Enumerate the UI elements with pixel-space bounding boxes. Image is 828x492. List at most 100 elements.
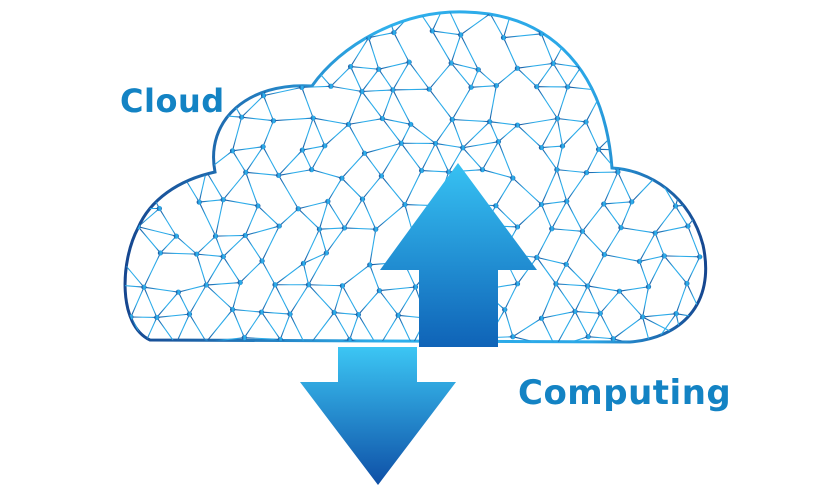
mesh-link bbox=[273, 118, 313, 121]
mesh-node bbox=[539, 202, 544, 207]
mesh-link bbox=[246, 172, 258, 206]
mesh-link bbox=[193, 34, 223, 41]
mesh-link bbox=[334, 313, 350, 340]
mesh-node bbox=[674, 311, 679, 316]
mesh-link bbox=[298, 201, 328, 208]
mesh-link bbox=[197, 146, 206, 171]
mesh-node bbox=[294, 30, 299, 35]
mesh-link bbox=[604, 228, 621, 255]
mesh-link bbox=[206, 151, 232, 171]
mesh-node bbox=[510, 5, 515, 10]
mesh-link bbox=[342, 286, 358, 315]
mesh-node bbox=[109, 227, 114, 232]
mesh-node bbox=[271, 118, 276, 123]
mesh-node bbox=[309, 167, 314, 172]
mesh-link bbox=[279, 209, 298, 226]
mesh-node bbox=[618, 225, 623, 230]
mesh-link bbox=[588, 286, 620, 291]
mesh-link bbox=[110, 5, 139, 9]
mesh-node bbox=[706, 29, 711, 34]
mesh-link bbox=[504, 34, 542, 38]
mesh-node bbox=[560, 143, 565, 148]
mesh-link bbox=[240, 261, 262, 283]
mesh-link bbox=[197, 254, 207, 285]
mesh-node bbox=[673, 203, 678, 208]
mesh-link bbox=[478, 70, 496, 86]
mesh-link bbox=[105, 317, 131, 346]
mesh-link bbox=[556, 264, 566, 284]
mesh-node bbox=[390, 87, 395, 92]
mesh-node bbox=[494, 83, 499, 88]
mesh-link bbox=[588, 286, 601, 313]
mesh-link bbox=[144, 287, 157, 317]
mesh-link bbox=[624, 95, 630, 125]
mesh-link bbox=[351, 67, 379, 70]
mesh-link bbox=[541, 204, 551, 228]
mesh-link bbox=[303, 229, 319, 263]
mesh-link bbox=[417, 3, 446, 8]
mesh-link bbox=[262, 312, 290, 314]
mesh-link bbox=[247, 7, 259, 41]
mesh-node bbox=[655, 173, 660, 178]
mesh-node bbox=[345, 2, 350, 7]
mesh-link bbox=[139, 5, 178, 8]
mesh-node bbox=[346, 122, 351, 127]
mesh-node bbox=[629, 199, 634, 204]
mesh-link bbox=[668, 5, 688, 33]
mesh-link bbox=[668, 31, 709, 32]
mesh-link bbox=[602, 35, 636, 40]
mesh-node bbox=[136, 2, 141, 7]
mesh-link bbox=[552, 201, 567, 229]
mesh-link bbox=[189, 314, 206, 342]
mesh-link bbox=[168, 148, 184, 176]
mesh-link bbox=[206, 309, 232, 341]
word-cloud: Cloud bbox=[120, 82, 225, 120]
mesh-link bbox=[242, 117, 274, 121]
mesh-link bbox=[197, 254, 224, 256]
mesh-link bbox=[537, 87, 558, 119]
mesh-node bbox=[515, 66, 520, 71]
word-computing: Computing bbox=[518, 373, 731, 413]
mesh-link bbox=[452, 120, 463, 148]
mesh-node bbox=[187, 312, 192, 317]
mesh-node bbox=[687, 121, 692, 126]
mesh-link bbox=[513, 178, 542, 204]
mesh-link bbox=[379, 62, 409, 69]
mesh-node bbox=[330, 32, 335, 37]
mesh-link bbox=[633, 125, 654, 150]
mesh-node bbox=[688, 64, 693, 69]
mesh-link bbox=[384, 4, 416, 8]
mesh-link bbox=[482, 170, 512, 178]
mesh-node bbox=[130, 206, 135, 211]
mesh-node bbox=[307, 60, 312, 65]
mesh-link bbox=[302, 146, 324, 150]
mesh-link bbox=[379, 291, 398, 316]
mesh-node bbox=[414, 5, 419, 10]
mesh-link bbox=[687, 5, 708, 32]
mesh-link bbox=[325, 124, 349, 145]
mesh-link bbox=[624, 124, 633, 150]
mesh-node bbox=[101, 281, 106, 286]
mesh-node bbox=[647, 11, 652, 16]
mesh-link bbox=[461, 35, 479, 70]
mesh-link bbox=[263, 147, 279, 176]
mesh-link bbox=[633, 150, 668, 152]
mesh-link bbox=[223, 7, 247, 41]
mesh-node bbox=[157, 206, 162, 211]
mesh-link bbox=[138, 227, 160, 253]
mesh-link bbox=[112, 227, 139, 230]
mesh-link bbox=[537, 229, 552, 258]
mesh-link bbox=[350, 315, 359, 340]
mesh-link bbox=[568, 36, 602, 40]
mesh-link bbox=[640, 256, 665, 262]
mesh-node bbox=[204, 339, 209, 344]
mesh-node bbox=[181, 174, 186, 179]
mesh-node bbox=[169, 121, 174, 126]
mesh-node bbox=[646, 284, 651, 289]
mesh-node bbox=[154, 37, 159, 42]
mesh-node bbox=[433, 141, 438, 146]
mesh-link bbox=[206, 7, 247, 13]
mesh-link bbox=[107, 34, 128, 67]
mesh-node bbox=[124, 140, 129, 145]
mesh-link bbox=[177, 8, 193, 34]
